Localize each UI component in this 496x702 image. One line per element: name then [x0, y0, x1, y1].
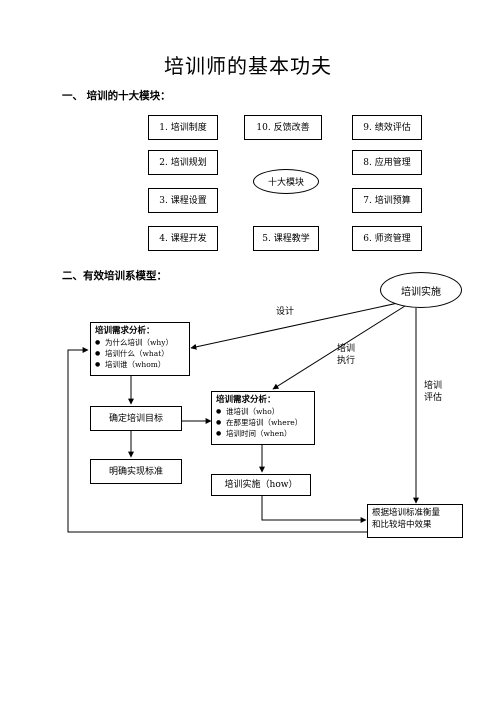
evaluate-label: 培训 评估: [424, 380, 442, 404]
module-8: 8. 应用管理: [352, 150, 422, 175]
module-3: 3. 课程设置: [148, 188, 218, 213]
needs-analysis-1-item-3: 培训谁（whom）: [95, 359, 185, 370]
standard-box: 明确实现标准: [90, 459, 182, 484]
module-7: 7. 培训预算: [352, 188, 422, 213]
arrow-how-measure: [261, 496, 367, 523]
design-label: 设计: [276, 307, 295, 317]
needs-analysis-1-item-2: 培训什么（what）: [95, 348, 185, 359]
measure-line-2: 和比较培中效果: [372, 520, 432, 530]
execute-label-line-1: 培训: [337, 344, 356, 354]
measure-box: 根据培训标准衡量 和比较培中效果: [367, 504, 463, 538]
module-5: 5. 课程教学: [253, 226, 319, 251]
execute-label: 培训 执行: [337, 343, 355, 367]
module-6: 6. 师资管理: [352, 226, 422, 251]
module-1: 1. 培训制度: [148, 115, 218, 140]
needs-analysis-box-2: 培训需求分析： 谁培训（who） 在那里培训（where） 培训时间（when）: [211, 391, 315, 445]
needs-analysis-1-item-1: 为什么培训（why）: [95, 337, 185, 348]
evaluate-label-line-1: 培训: [424, 381, 443, 391]
section-heading-modules: 一、 培训的十大模块：: [62, 90, 171, 102]
execute-label-line-2: 执行: [337, 356, 356, 366]
module-2: 2. 培训规划: [148, 150, 218, 175]
arrow-execute: [272, 305, 406, 390]
page-title: 培训师的基本功夫: [164, 54, 332, 78]
needs-analysis-2-item-3: 培训时间（when）: [216, 428, 310, 439]
needs-analysis-2-item-1: 谁培训（who）: [216, 406, 310, 417]
modules-center-ellipse: 十大模块: [253, 169, 319, 194]
module-9: 9. 绩效评估: [352, 115, 422, 140]
needs-analysis-box-1: 培训需求分析： 为什么培训（why） 培训什么（what） 培训谁（whom）: [90, 322, 190, 376]
measure-line-1: 根据培训标准衡量: [372, 508, 441, 518]
evaluate-label-line-2: 评估: [424, 393, 443, 403]
arrow-feedback-loop: [67, 347, 370, 533]
module-4: 4. 课程开发: [148, 226, 218, 251]
implement-ellipse: 培训实施: [380, 272, 462, 308]
needs-analysis-title-1: 培训需求分析：: [95, 326, 155, 336]
needs-analysis-title-2: 培训需求分析：: [216, 395, 276, 405]
goal-box: 确定培训目标: [90, 406, 182, 431]
module-10: 10. 反馈改善: [244, 115, 322, 140]
arrow-design: [190, 302, 399, 350]
section-heading-model: 二、有效培训系模型：: [62, 270, 167, 282]
implement-how-box: 培训实施（how）: [211, 474, 311, 496]
needs-analysis-2-item-2: 在那里培训（where）: [216, 417, 310, 428]
